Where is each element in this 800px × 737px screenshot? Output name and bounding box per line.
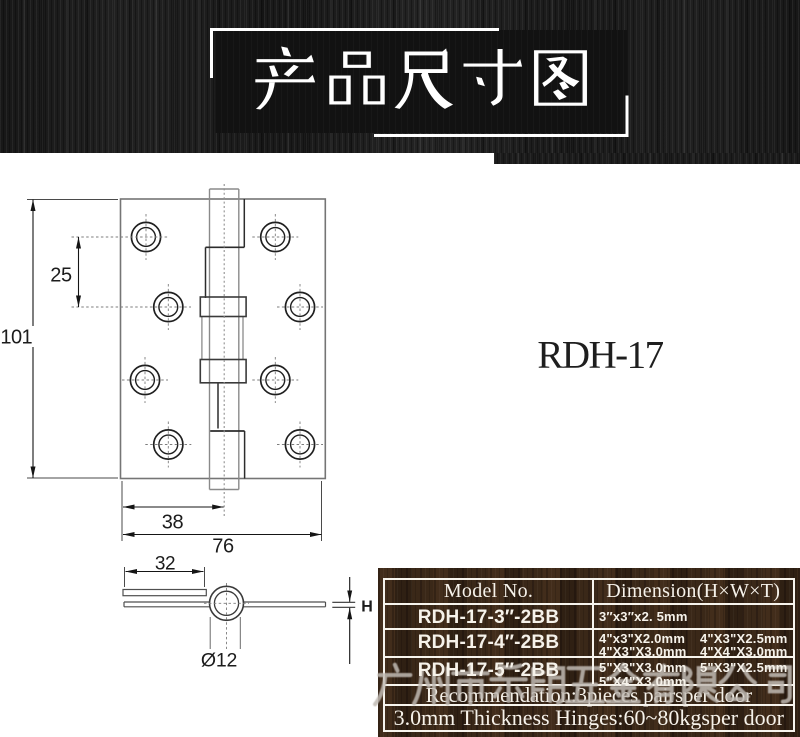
side-view: 32 Ø12 H [122, 554, 373, 672]
hanzi-tu [534, 50, 587, 106]
front-view: 101 25 38 76 [0, 184, 327, 558]
banner-background-step [494, 153, 800, 164]
dim-label-25: 25 [50, 265, 72, 287]
note-recommendation: Recommendation:3pieces pairsper door [425, 683, 753, 707]
dim-H: H [332, 577, 373, 664]
dim-label-101: 101 [0, 327, 32, 349]
dim-value: 4"X3"X3.0mm [599, 644, 687, 659]
table-row: RDH-17-3″-2BB 3″x3″x2. 5mm [385, 603, 793, 630]
dim-dia12: Ø12 [201, 617, 241, 672]
dim-value: 4"X3"X2.5mm [700, 631, 788, 646]
spec-table: Model No. Dimension(H×W×T) RDH-17-3″-2BB… [383, 577, 795, 732]
model-cell: RDH-17-3″-2BB [417, 607, 560, 628]
model-cell: RDH-17-4″-2BB [417, 632, 560, 653]
dim-label-38: 38 [162, 512, 184, 534]
dim-value: 3″x3″x2. 5mm [599, 609, 688, 624]
banner-title-box [215, 30, 627, 133]
hanzi-pin [329, 51, 385, 105]
dim-38: 38 [121, 481, 224, 541]
dims-cell: 3″x3″x2. 5mm [592, 605, 793, 630]
hanzi-cun [463, 49, 523, 106]
header-dimension: Dimension(H×W×T) [592, 579, 793, 603]
table-row: RDH-17-4″-2BB 4"x3"X2.0mm 4"X3"X2.5mm 4"… [385, 628, 793, 659]
dim-label-dia12: Ø12 [201, 650, 237, 672]
header-model: Model No. [443, 579, 534, 602]
dim-101: 101 [0, 199, 118, 479]
dim-25: 25 [50, 236, 191, 308]
dim-76: 76 [123, 481, 322, 558]
table-header-row: Model No. Dimension(H×W×T) [385, 579, 793, 603]
table-row: RDH-17-5″-2BB 5"X3"X3.0mm 5"X3"X2.5mm 5"… [385, 656, 793, 689]
dim-value: 5"X4"X3.0mm [599, 674, 687, 689]
dim-value: 4"x3"X2.0mm [599, 631, 686, 646]
note-thickness: 3.0mm Thickness Hinges:60~80kgsper door [393, 705, 784, 730]
banner-title [255, 46, 587, 110]
model-cell: RDH-17-5″-2BB [417, 660, 560, 681]
dims-cell: 4"x3"X2.0mm 4"X3"X2.5mm 4"X3"X3.0mm 4"X4… [592, 630, 793, 659]
table-note-row: Recommendation:3pieces pairsper door [385, 683, 793, 707]
dim-value: 5"X3"X2.5mm [700, 660, 788, 675]
dim-label-76: 76 [212, 536, 234, 558]
dim-label-H: H [361, 599, 373, 616]
screw-holes [122, 214, 323, 468]
dims-cell: 5"X3"X3.0mm 5"X3"X2.5mm 5"X4"X3.0mm [592, 658, 793, 689]
dim-label-32: 32 [155, 554, 175, 575]
product-code: RDH-17 [537, 334, 663, 377]
table-note-row: 3.0mm Thickness Hinges:60~80kgsper door [385, 704, 793, 730]
dim-value: 5"X3"X3.0mm [599, 660, 687, 675]
dim-value: 4"X4"X3.0mm [700, 644, 788, 659]
hanzi-chi [394, 48, 454, 109]
hanzi-chan [255, 46, 316, 110]
dim-32: 32 [124, 554, 205, 587]
spec-panel: Model No. Dimension(H×W×T) RDH-17-3″-2BB… [377, 568, 800, 737]
